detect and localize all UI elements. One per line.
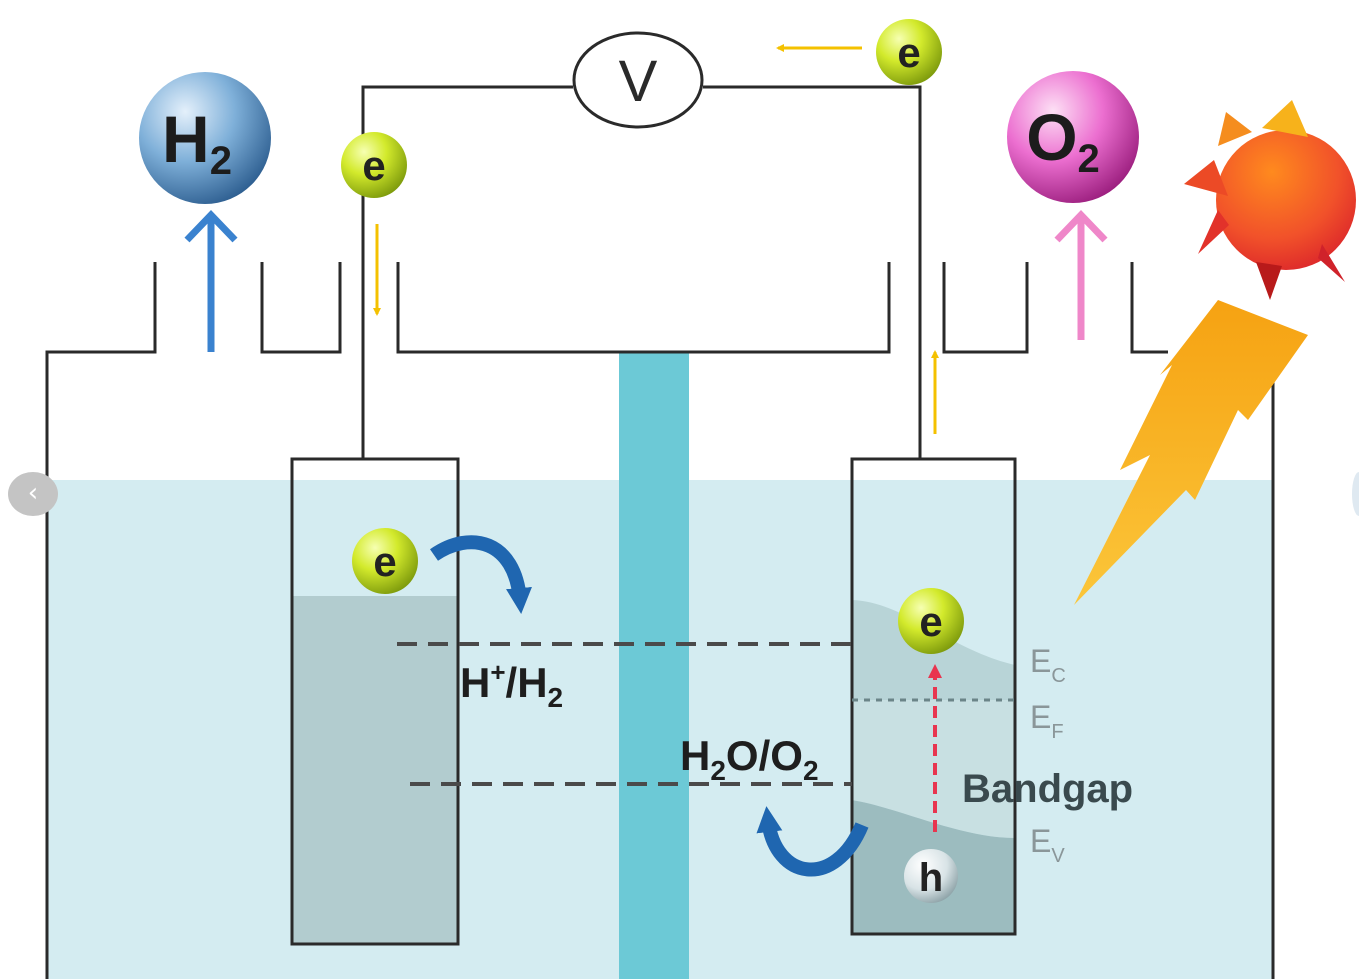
oxidation-curved-arrow <box>756 806 869 877</box>
o-redox-label: H2O/O2 <box>680 732 819 786</box>
voltmeter-label: V <box>619 49 658 114</box>
electron-label: e <box>897 29 920 76</box>
hole-label: h <box>919 856 943 900</box>
valence-band-label: EV <box>1030 823 1065 867</box>
h2-subscript: 2 <box>210 139 232 183</box>
fermi-level-label: EF <box>1030 699 1064 743</box>
electron-ball-cathode: e <box>352 528 418 594</box>
previous-image-button[interactable]: ‹ <box>8 472 58 516</box>
next-image-button[interactable] <box>1352 472 1359 516</box>
cathode-electrode <box>290 457 460 946</box>
conduction-band-label: EC <box>1030 643 1066 687</box>
h2-molecule: H2 <box>139 72 271 204</box>
membrane <box>619 352 689 979</box>
hole-ball: h <box>904 849 958 903</box>
voltmeter: V <box>572 31 704 129</box>
electron-ball-top: e <box>876 19 942 85</box>
electron-label: e <box>919 598 942 645</box>
reduction-curved-arrow <box>430 535 532 614</box>
electron-label: e <box>362 142 385 189</box>
bandgap-label: Bandgap <box>962 767 1133 811</box>
o2-subscript: 2 <box>1078 137 1100 181</box>
o2-label: O <box>1026 100 1077 174</box>
chevron-left-icon: ‹ <box>27 478 39 508</box>
o2-molecule: O2 <box>1007 71 1139 203</box>
o2-rise-arrow <box>1054 209 1108 340</box>
svg-text:O2: O2 <box>1026 100 1100 181</box>
lightning-bolt-icon <box>1074 300 1308 605</box>
sun-icon <box>1184 100 1356 300</box>
h-redox-label: H+/H2 <box>460 657 563 713</box>
external-wire <box>361 85 922 459</box>
svg-text:H2: H2 <box>162 102 232 183</box>
h2-rise-arrow <box>184 209 238 352</box>
electron-label: e <box>373 538 396 585</box>
electron-ball-anode: e <box>898 588 964 654</box>
cell-container <box>45 262 1275 979</box>
electron-ball-left-wire: e <box>341 132 407 198</box>
h2-label: H <box>162 102 210 176</box>
